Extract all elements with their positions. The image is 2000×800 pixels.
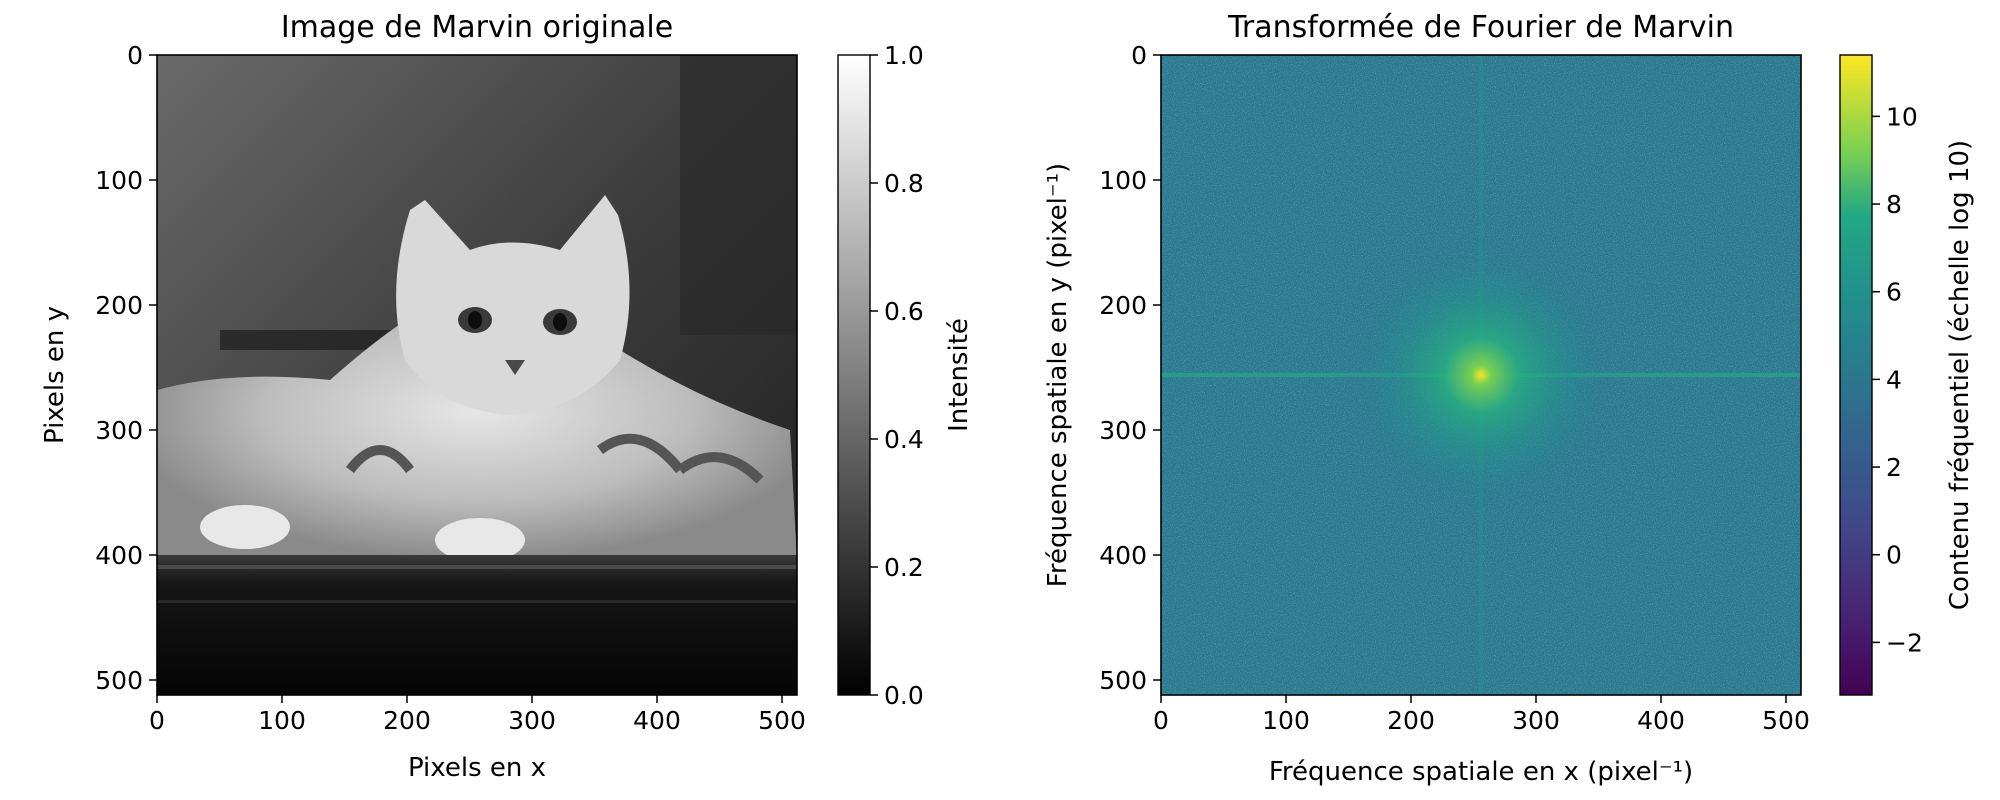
y-tick-label: 400 bbox=[1099, 541, 1147, 570]
colorbar-tick-label: 6 bbox=[1886, 278, 1902, 307]
colorbar-ticks: 0.0 0.2 0.4 0.6 0.8 1.0 bbox=[870, 41, 924, 710]
y-axis-label: Pixels en y bbox=[40, 306, 70, 444]
x-axis: 0 100 200 300 400 500 bbox=[149, 695, 806, 735]
colorbar-label: Intensité bbox=[944, 318, 974, 432]
fourier-spectrum-image bbox=[1161, 55, 1801, 695]
grayscale-image bbox=[157, 55, 797, 695]
y-tick-label: 200 bbox=[95, 291, 143, 320]
colorbar-tick-label: 0 bbox=[1886, 541, 1902, 570]
y-tick-label: 400 bbox=[95, 541, 143, 570]
y-tick-label: 200 bbox=[1099, 291, 1147, 320]
chart-title: Image de Marvin originale bbox=[281, 10, 673, 45]
colorbar-label: Contenu fréquentiel (échelle log 10) bbox=[1945, 140, 1975, 610]
x-axis: 0 100 200 300 400 500 bbox=[1153, 695, 1810, 735]
colorbar-tick-label: −2 bbox=[1886, 628, 1923, 657]
colorbar-tick-label: 0.4 bbox=[884, 425, 924, 454]
x-tick-label: 500 bbox=[1762, 706, 1810, 735]
colorbar-tick-label: 0.6 bbox=[884, 297, 924, 326]
y-axis: 0 100 200 300 400 500 bbox=[1099, 41, 1161, 695]
original-image-panel: Image de Marvin originale bbox=[40, 10, 974, 783]
colorbar-ticks: −2 0 2 4 6 8 10 bbox=[1872, 102, 1923, 657]
frequency-peak bbox=[1331, 225, 1631, 525]
colorbar: −2 0 2 4 6 8 10 Contenu fréquentiel (échelle l… bbox=[1839, 54, 1975, 696]
colorbar-gradient bbox=[1839, 54, 1873, 696]
y-tick-label: 500 bbox=[95, 666, 143, 695]
x-tick-label: 400 bbox=[1637, 706, 1685, 735]
x-tick-label: 0 bbox=[1153, 706, 1169, 735]
y-axis: 0 100 200 300 400 500 bbox=[95, 41, 157, 695]
x-tick-label: 0 bbox=[149, 706, 165, 735]
x-tick-label: 100 bbox=[258, 706, 306, 735]
y-tick-label: 0 bbox=[1131, 41, 1147, 70]
x-tick-label: 100 bbox=[1262, 706, 1310, 735]
x-axis-label: Pixels en x bbox=[408, 753, 546, 783]
x-axis-label: Fréquence spatiale en x (pixel⁻¹) bbox=[1269, 757, 1693, 787]
plot-frame bbox=[1160, 54, 1802, 696]
x-tick-label: 300 bbox=[508, 706, 556, 735]
x-tick-label: 400 bbox=[633, 706, 681, 735]
colorbar-tick-label: 1.0 bbox=[884, 41, 924, 70]
colorbar-tick-label: 0.8 bbox=[884, 169, 924, 198]
x-tick-label: 500 bbox=[758, 706, 806, 735]
plot-frame bbox=[156, 54, 798, 696]
y-tick-label: 100 bbox=[1099, 166, 1147, 195]
y-tick-label: 300 bbox=[1099, 416, 1147, 445]
x-tick-label: 300 bbox=[1512, 706, 1560, 735]
chart-title: Transformée de Fourier de Marvin bbox=[1227, 10, 1734, 45]
colorbar-tick-label: 0.0 bbox=[884, 681, 924, 710]
colorbar-tick-label: 10 bbox=[1886, 102, 1918, 131]
colorbar: 0.0 0.2 0.4 0.6 0.8 1.0 Intensité bbox=[837, 41, 974, 710]
y-tick-label: 300 bbox=[95, 416, 143, 445]
y-tick-label: 100 bbox=[95, 166, 143, 195]
colorbar-tick-label: 0.2 bbox=[884, 553, 924, 582]
y-tick-label: 500 bbox=[1099, 666, 1147, 695]
x-tick-label: 200 bbox=[1387, 706, 1435, 735]
colorbar-gradient bbox=[837, 54, 871, 696]
y-tick-label: 0 bbox=[127, 41, 143, 70]
y-axis-label: Fréquence spatiale en y (pixel⁻¹) bbox=[1043, 163, 1073, 587]
colorbar-tick-label: 2 bbox=[1886, 453, 1902, 482]
colorbar-tick-label: 8 bbox=[1886, 190, 1902, 219]
x-tick-label: 200 bbox=[383, 706, 431, 735]
colorbar-tick-label: 4 bbox=[1886, 365, 1902, 394]
